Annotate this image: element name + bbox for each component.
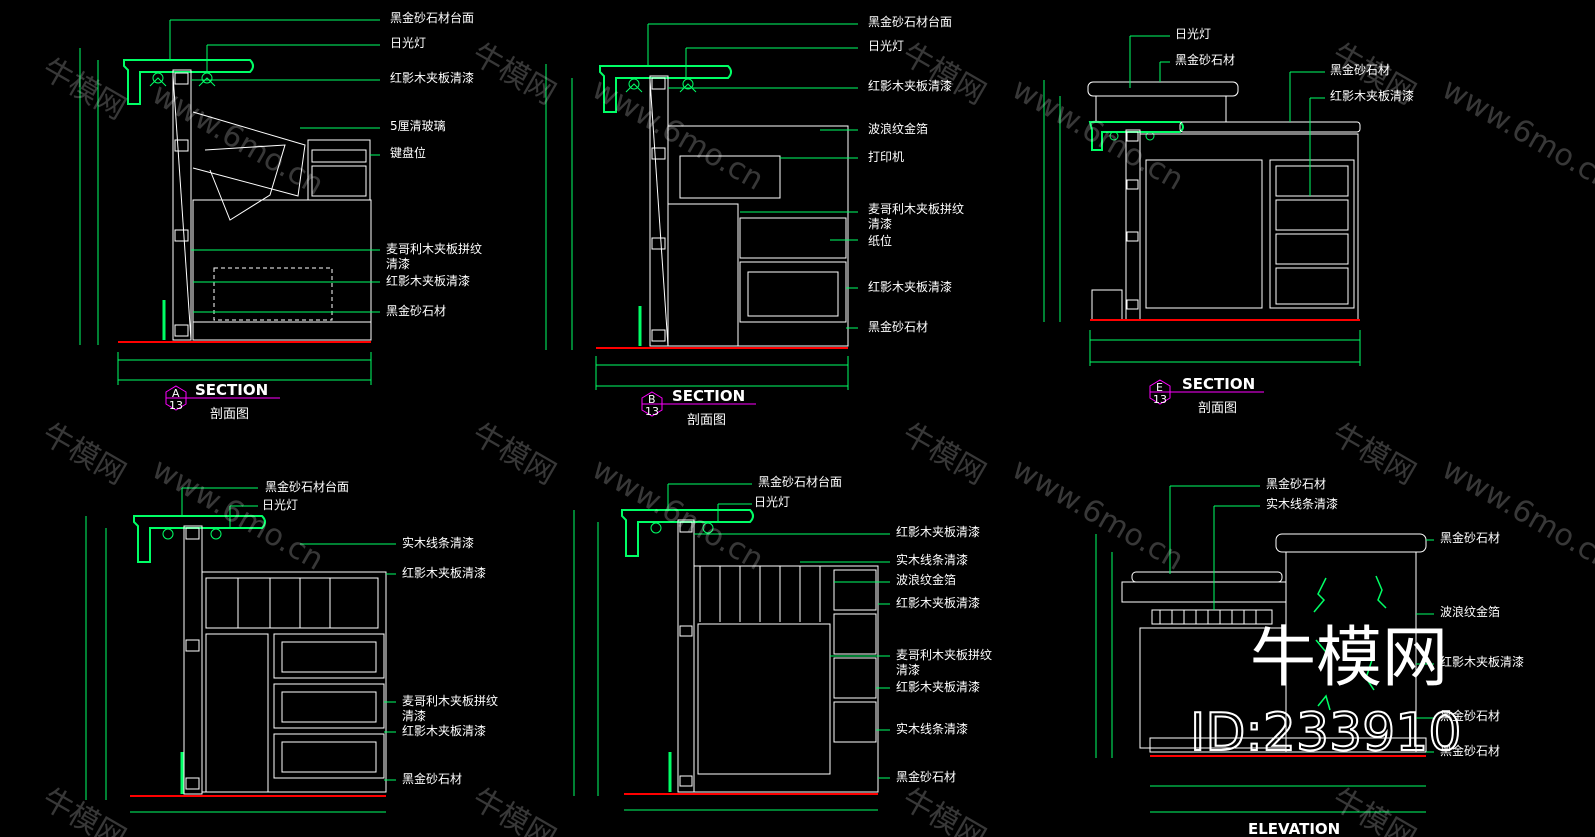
label: 红影木夹板清漆 (896, 679, 980, 694)
section-subtitle: 剖面图 (1198, 401, 1237, 416)
section-title: SECTION (195, 381, 268, 399)
elevation-text: 黑金砂石材 实木线条清漆 黑金砂石材 波浪纹金箔 红影木夹板清漆 黑金砂石材 黑… (1248, 476, 1524, 837)
label: 红影木夹板清漆 (896, 524, 980, 539)
label: 黑金砂石材 (896, 769, 956, 784)
bubble-letter: B (648, 393, 656, 406)
label: 黑金砂石材 (1440, 743, 1500, 758)
label: 麦哥利木夹板拼纹 (386, 242, 482, 256)
section-subtitle: 剖面图 (210, 407, 249, 422)
label: 实木线条清漆 (896, 552, 968, 567)
label: 实木线条清漆 (402, 535, 474, 550)
bubble-number: 13 (645, 405, 659, 418)
label: 麦哥利木夹板拼纹 (868, 202, 964, 216)
label: 红影木夹板清漆 (1440, 654, 1524, 669)
label: 日光灯 (868, 39, 904, 53)
id-watermark: ID:233910 (1190, 703, 1461, 763)
bubble-letter: E (1156, 381, 1163, 394)
label: 波浪纹金箔 (1440, 604, 1500, 619)
section-bottom-left-text: 黑金砂石材台面 日光灯 实木线条清漆 红影木夹板清漆 麦哥利木夹板拼纹 清漆 红… (262, 479, 498, 786)
label: 红影木夹板清漆 (868, 78, 952, 93)
elevation-title: ELEVATION (1248, 820, 1340, 837)
label: 麦哥利木夹板拼纹 (896, 648, 992, 662)
section-title: SECTION (672, 387, 745, 405)
label: 黑金砂石材 (386, 303, 446, 318)
label: 日光灯 (1175, 27, 1211, 41)
watermark-overlay: 牛模网 ID:233910 (1189, 619, 1462, 764)
label: 黑金砂石材 (868, 319, 928, 334)
label: 清漆 (868, 217, 892, 231)
bubble-number: 13 (169, 399, 183, 412)
label: 黑金砂石材 (1175, 52, 1235, 67)
label: 波浪纹金箔 (896, 572, 956, 587)
label: 红影木夹板清漆 (386, 273, 470, 288)
label: 实木线条清漆 (896, 721, 968, 736)
elevation (1095, 485, 1434, 813)
label: 黑金砂石材 (1440, 708, 1500, 723)
label: 红影木夹板清漆 (868, 279, 952, 294)
label: 红影木夹板清漆 (390, 70, 474, 85)
label: 麦哥利木夹板拼纹 (402, 694, 498, 708)
label: 黑金砂石材台面 (868, 14, 952, 29)
label: 键盘位 (390, 145, 426, 160)
section-a (79, 19, 380, 411)
big-brand-watermark: 牛模网 (1250, 619, 1448, 696)
section-b (545, 23, 858, 417)
label: 日光灯 (262, 498, 298, 512)
label: 黑金砂石材台面 (758, 474, 842, 489)
label: 黑金砂石材台面 (390, 10, 474, 25)
label: 纸位 (868, 233, 892, 248)
label: 实木线条清漆 (1266, 496, 1338, 511)
section-subtitle: 剖面图 (687, 413, 726, 428)
label: 红影木夹板清漆 (402, 723, 486, 738)
bubble-letter: A (172, 387, 180, 400)
label: 黑金砂石材 (1330, 62, 1390, 77)
label: 清漆 (402, 709, 426, 723)
label: 5厘清玻璃 (390, 119, 446, 133)
label: 黑金砂石材 (1440, 530, 1500, 545)
section-e-text: 日光灯 黑金砂石材 黑金砂石材 红影木夹板清漆 E 13 SECTION 剖面图 (1153, 27, 1414, 416)
section-title: SECTION (1182, 375, 1255, 393)
label: 黑金砂石材 (1266, 476, 1326, 491)
label: 黑金砂石材台面 (265, 479, 349, 494)
section-bottom-middle-text: 黑金砂石材台面 日光灯 红影木夹板清漆 实木线条清漆 波浪纹金箔 红影木夹板清漆… (754, 474, 992, 784)
label: 日光灯 (390, 36, 426, 50)
label: 红影木夹板清漆 (1330, 88, 1414, 103)
section-a-text: 黑金砂石材台面 日光灯 红影木夹板清漆 5厘清玻璃 键盘位 麦哥利木夹板拼纹 清… (169, 10, 482, 422)
label: 清漆 (896, 663, 920, 677)
label: 清漆 (386, 257, 410, 271)
label: 波浪纹金箔 (868, 121, 928, 136)
label: 打印机 (868, 150, 904, 164)
section-b-text: 黑金砂石材台面 日光灯 红影木夹板清漆 波浪纹金箔 打印机 麦哥利木夹板拼纹 清… (645, 14, 964, 428)
section-bottom-middle (573, 483, 890, 811)
label: 红影木夹板清漆 (402, 565, 486, 580)
bubble-number: 13 (1153, 393, 1167, 406)
section-bottom-left (85, 487, 396, 813)
section-e (1043, 35, 1361, 405)
label: 红影木夹板清漆 (896, 595, 980, 610)
label: 日光灯 (754, 495, 790, 509)
label: 黑金砂石材 (402, 771, 462, 786)
